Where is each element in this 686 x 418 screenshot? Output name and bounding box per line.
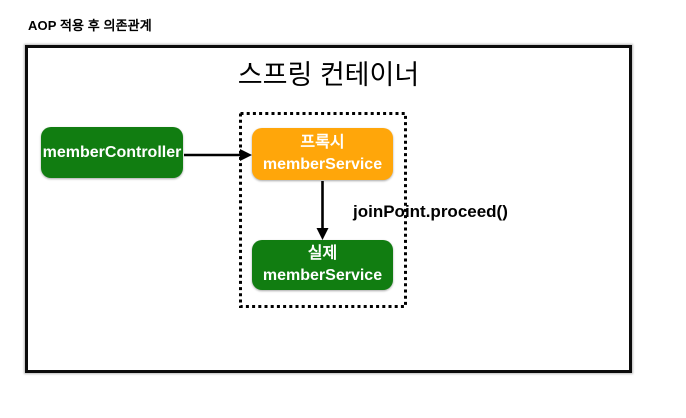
node-actual-name-label: memberService [262,267,383,284]
joinpoint-proceed-label: joinPoint.proceed() [353,202,508,221]
node-proxy-role-label: 프록시 [300,134,345,151]
node-actual-member-service: 실제 memberService [252,240,393,290]
node-member-controller: memberController [41,127,183,178]
spring-container-box [25,45,632,373]
node-member-controller-label: memberController [42,143,182,161]
diagram-heading: AOP 적용 후 의존관계 [28,18,152,33]
node-proxy-member-service: 프록시 memberService [252,128,393,180]
spring-container-title: 스프링 컨테이너 [237,60,420,90]
node-actual-role-label: 실제 [307,245,338,262]
node-proxy-name-label: memberService [262,156,383,173]
